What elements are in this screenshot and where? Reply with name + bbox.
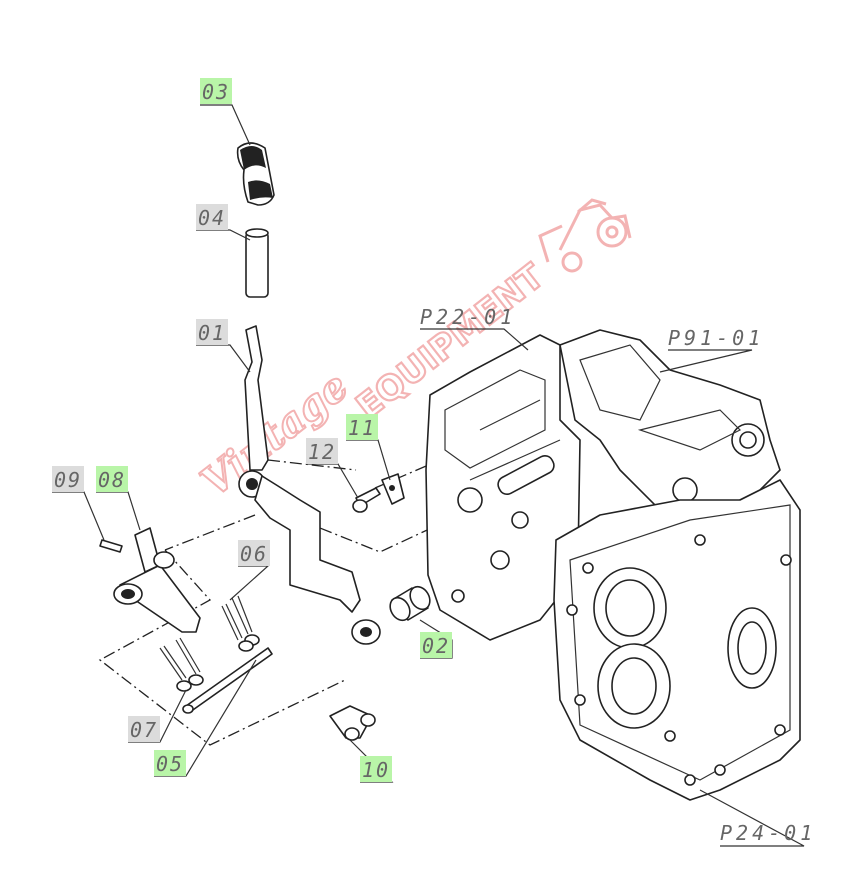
callout-04: 04	[196, 204, 228, 230]
callout-02-bg	[420, 632, 452, 658]
part-12-bolt	[352, 487, 381, 513]
callout-06-bg	[238, 540, 270, 566]
callout-11: 11	[346, 414, 378, 440]
callout-07: 07	[128, 716, 160, 742]
callout-08: 08	[96, 466, 128, 492]
reference-p24: P24-01	[720, 821, 816, 845]
callout-11-label: 11	[348, 416, 376, 440]
callout-09: 09	[52, 466, 84, 492]
reference-p22: P22-01	[420, 305, 516, 329]
callouts: 03 04 01 11 12 09 08 06	[52, 78, 452, 782]
callout-03-bg	[200, 78, 232, 104]
callout-03: 03	[200, 78, 232, 104]
part-01-lever	[238, 325, 381, 645]
callout-12-bg	[306, 438, 338, 464]
callout-09-label: 09	[54, 468, 82, 492]
part-10-joint	[329, 705, 376, 741]
reference-p91: P91-01	[668, 326, 764, 350]
part-09-pin	[99, 539, 123, 553]
callout-01-bg	[196, 319, 228, 345]
callout-12-label: 12	[308, 440, 336, 464]
callout-10-label: 10	[362, 758, 390, 782]
part-04-sleeve	[245, 228, 269, 298]
part-05-rod	[182, 647, 273, 714]
callout-08-label: 08	[98, 468, 126, 492]
callout-08-bg	[96, 466, 128, 492]
callout-02: 02	[420, 632, 452, 658]
callout-07-label: 07	[130, 718, 158, 742]
transmission-housing	[425, 329, 801, 801]
callout-10: 10	[360, 756, 392, 782]
callout-09-bg	[52, 466, 84, 492]
part-11-clip	[381, 473, 405, 505]
callout-03-label: 03	[202, 80, 230, 104]
part-03-knob	[236, 142, 275, 206]
callout-07-bg	[128, 716, 160, 742]
callout-01: 01	[196, 319, 228, 345]
reference-labels: P22-01 P91-01 P24-01	[420, 305, 816, 845]
callout-04-bg	[196, 204, 228, 230]
callout-05-label: 05	[156, 752, 184, 776]
callout-04-label: 04	[198, 206, 226, 230]
tractor-logo-icon	[538, 198, 632, 273]
part-08-arm	[113, 527, 201, 633]
callout-11-bg	[346, 414, 378, 440]
callout-12: 12	[306, 438, 338, 464]
callout-05: 05	[154, 750, 186, 776]
part-02-bushing	[389, 585, 431, 622]
callout-10-bg	[360, 756, 392, 782]
callout-01-label: 01	[198, 321, 226, 345]
part-06-pins	[221, 595, 260, 652]
part-07-pins	[159, 637, 204, 692]
callout-05-bg	[154, 750, 186, 776]
callout-06: 06	[238, 540, 270, 566]
callout-02-label: 02	[422, 634, 450, 658]
callout-06-label: 06	[240, 542, 268, 566]
